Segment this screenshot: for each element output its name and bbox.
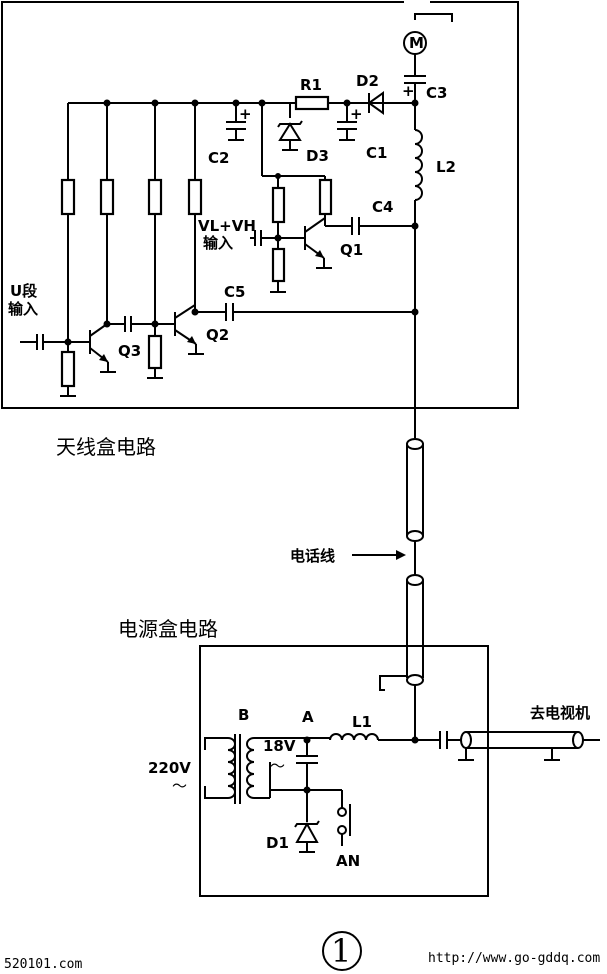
node-a-label: A	[302, 708, 314, 726]
watermark-right: http://www.go-gddq.com	[428, 951, 600, 966]
label-motor: M	[409, 34, 424, 52]
transformer	[227, 734, 255, 804]
label-c1: C1	[366, 144, 387, 162]
label-l1: L1	[352, 713, 372, 731]
label-q2: Q2	[206, 326, 229, 344]
node-b-label: B	[238, 706, 249, 724]
transistor-q1	[304, 217, 326, 259]
watermark-left: 520101.com	[4, 957, 82, 972]
vlvh-input-line1: VL+VH	[198, 217, 256, 235]
resistor-q2-bias-top	[147, 178, 163, 216]
resistor-q2-bias-bottom	[147, 334, 163, 370]
cable-lower	[406, 574, 424, 686]
power-box-frame	[199, 645, 489, 897]
resistor-r1	[294, 95, 330, 111]
label-c2: C2	[208, 149, 229, 167]
label-r1: R1	[300, 76, 322, 94]
inductor-l2	[414, 129, 423, 201]
label-c3: C3	[426, 84, 447, 102]
u-input-line2: 输入	[8, 300, 38, 318]
vlvh-input-line2: 输入	[203, 234, 233, 252]
svg-text:+: +	[350, 105, 363, 123]
resistor-q3-bias-top	[60, 178, 76, 216]
svg-text:～: ～	[172, 777, 187, 795]
label-l2: L2	[436, 158, 456, 176]
label-q3: Q3	[118, 342, 141, 360]
label-d3: D3	[306, 147, 329, 165]
dc-voltage-label: 18V	[263, 737, 296, 755]
zener-d1	[294, 820, 320, 843]
svg-text:～: ～	[270, 757, 285, 775]
transistor-q2	[174, 304, 197, 345]
label-q1: Q1	[340, 241, 363, 259]
phone-line-label: 电话线	[290, 547, 335, 565]
u-input-line1: U段	[10, 282, 37, 300]
switch-an	[337, 790, 351, 846]
figure-number: 1	[331, 932, 351, 970]
cable-to-tv	[460, 731, 600, 749]
transistor-q3	[89, 323, 109, 363]
figure-number-circle	[322, 931, 362, 971]
label-c5: C5	[224, 283, 245, 301]
resistor-q3-bias-bottom	[60, 350, 76, 388]
label-d2: D2	[356, 72, 379, 90]
svg-text:+: +	[402, 82, 415, 100]
label-d1: D1	[266, 834, 289, 852]
power-box-title: 电源盒电路	[118, 617, 218, 641]
cable-upper	[406, 438, 424, 542]
resistor-q1-collector	[318, 178, 333, 216]
resistor-q3-collector	[99, 178, 115, 216]
label-c4: C4	[372, 198, 393, 216]
antenna-box-frame	[1, 1, 519, 409]
label-an: AN	[336, 852, 360, 870]
resistor-q2-collector	[187, 178, 203, 216]
antenna-box-title: 天线盒电路	[56, 435, 156, 459]
resistor-q1-bias-top	[271, 186, 286, 224]
diode-d2	[367, 91, 384, 115]
svg-text:+: +	[239, 105, 252, 123]
inductor-l1	[329, 733, 379, 741]
zener-d3	[277, 120, 303, 141]
to-tv-label: 去电视机	[530, 704, 590, 722]
resistor-q1-bias-bottom	[271, 247, 286, 283]
mains-label: 220V	[148, 759, 191, 777]
